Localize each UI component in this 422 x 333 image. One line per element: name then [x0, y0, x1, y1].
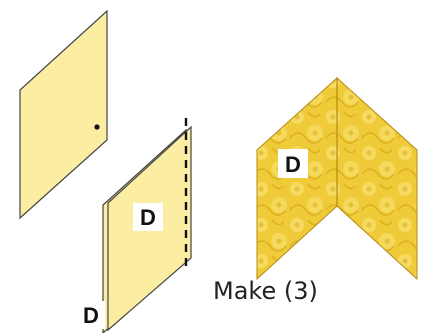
chevron-right-half [336, 76, 418, 281]
single-diamond-piece [19, 9, 108, 220]
label-chevron: D [285, 152, 301, 177]
label-box-chevron [278, 149, 308, 178]
marking-dot [94, 124, 100, 130]
label-box-under [77, 301, 105, 329]
layered-diamonds-piece: D D [77, 118, 192, 333]
label-box-front [133, 203, 163, 231]
make-quantity-caption: Make (3) [213, 277, 318, 305]
label-under-diamond: D [83, 303, 99, 328]
label-front-diamond: D [140, 205, 156, 230]
chevron-left-half [256, 76, 338, 281]
diamond-shape [19, 9, 108, 220]
chevron-unit: D [256, 76, 418, 281]
